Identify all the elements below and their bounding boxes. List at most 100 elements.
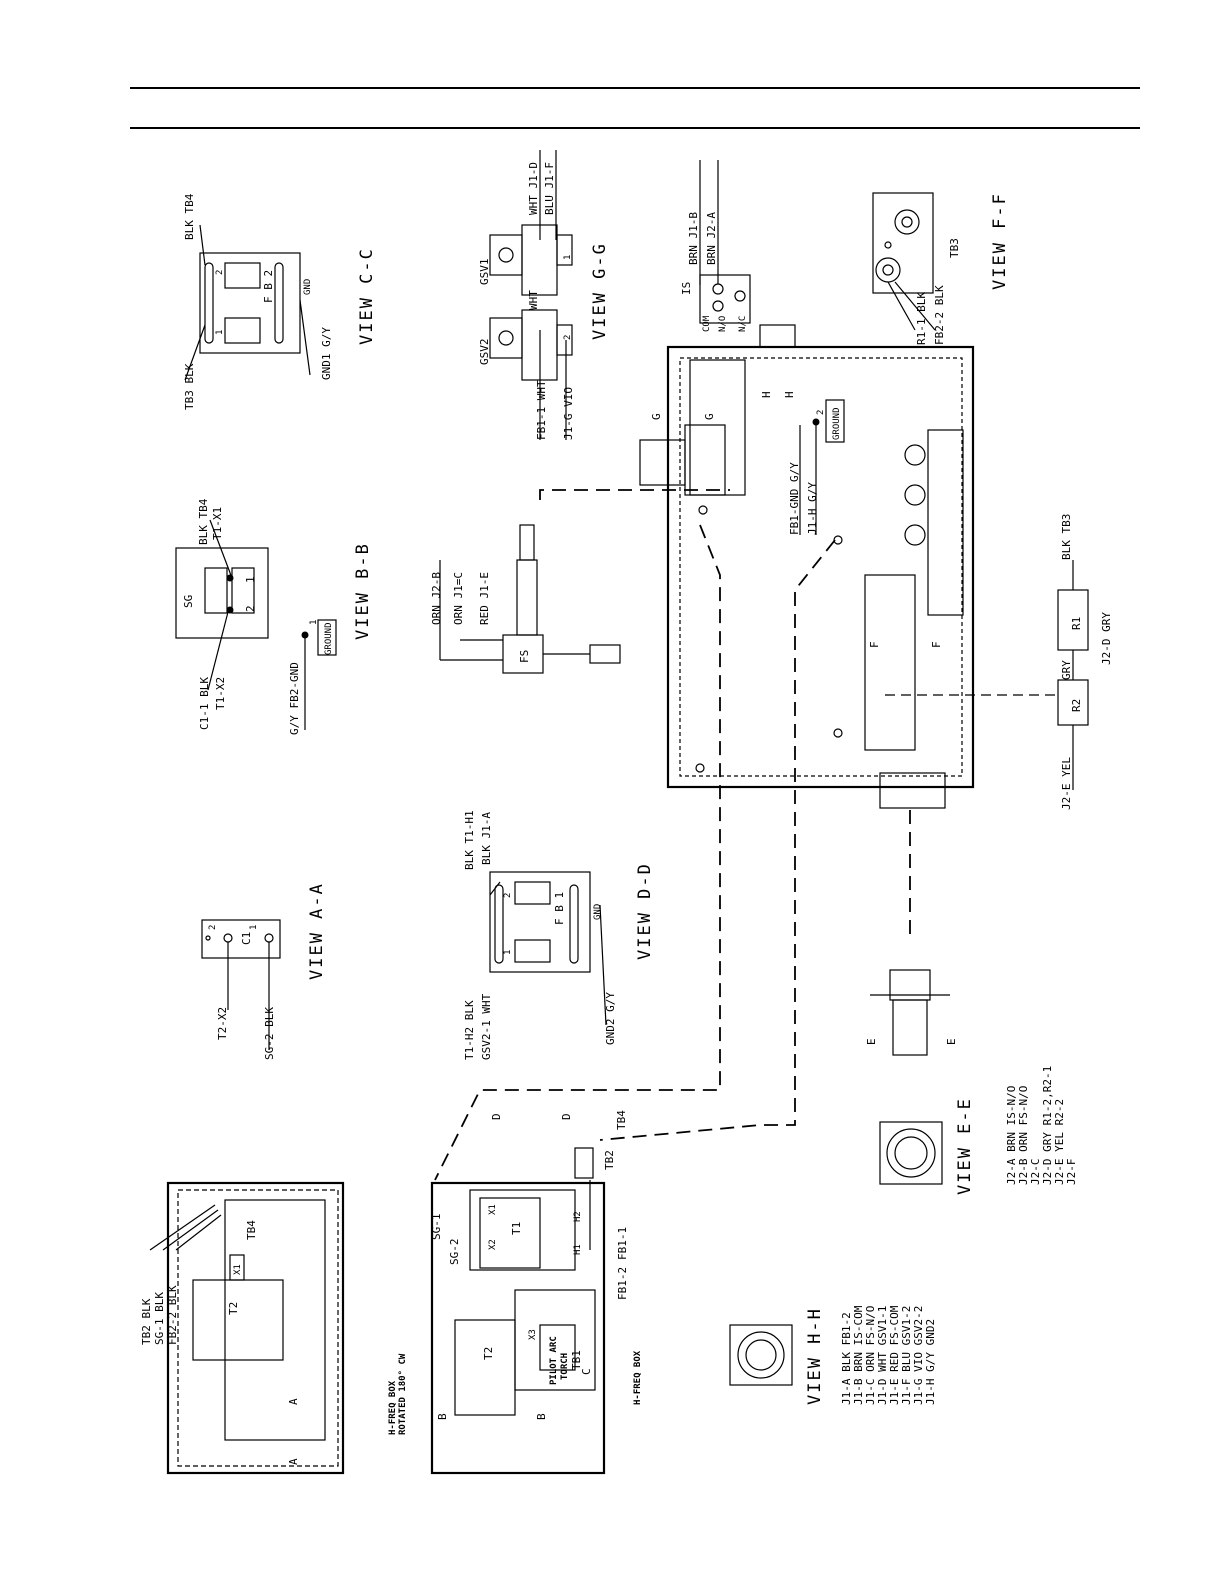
ee-legend-line: J2-B ORN FS-N/O [1017, 1086, 1030, 1185]
ee-legend-line: J2-E YEL R2-2 [1053, 1099, 1066, 1185]
hh-legend-line: J1-E RED FS-COM [888, 1305, 901, 1405]
hf-t2: T2 [482, 1347, 495, 1360]
is-label: IS [680, 282, 693, 295]
hf-tb1: TB1 [570, 1350, 583, 1370]
dd-gnd: GND [593, 904, 603, 920]
cc-body-label: F B 2 [262, 270, 275, 303]
hf-tb4: TB4 [615, 1110, 628, 1130]
main-ground-label: GROUND [832, 407, 842, 440]
bb-wire1: BLK TB4 [197, 498, 210, 545]
r-yel-wire: J2-E YEL [1060, 757, 1073, 810]
main-sec-f1: F [868, 641, 881, 648]
hf-sg2: SG-2 [448, 1239, 461, 1266]
bb-wire1b: T1-X1 [211, 507, 224, 540]
dd-gnd-wire: GND2 G/Y [604, 992, 617, 1045]
ee-title: VIEW E-E [955, 1097, 975, 1195]
dd-left-wire-a: T1-H2 BLK [463, 1000, 476, 1060]
bb-ground-wire: G/Y FB2-GND [288, 662, 301, 735]
ee-legend-line: J2-A BRN IS-N/O [1005, 1086, 1018, 1185]
gg-wire-e: J1-G VIO [562, 387, 575, 440]
main-sec-h1: H [760, 391, 773, 398]
view-ff: TB3 R1-1 BLK FB2-2 BLK VIEW F-F [872, 192, 1010, 345]
gg-gsv1: GSV1 [478, 259, 491, 286]
ee-legend-line: J2-F [1065, 1159, 1078, 1186]
fs-wire-b: ORN J1=C [452, 572, 465, 625]
gg-wire-c: WHT [527, 290, 540, 310]
hf-sec-d1: D [490, 1113, 503, 1120]
fs-switch: FS ORN J2-B ORN J1=C RED J1-E [430, 524, 621, 674]
bb-ground-label: GROUND [324, 622, 334, 655]
cc-right-wire: BLK TB4 [183, 193, 196, 240]
gg-pin2: 2 [563, 335, 573, 340]
is-com: COM [702, 315, 712, 332]
header-rule-top [130, 87, 1140, 89]
main-sec-h2: H [783, 391, 796, 398]
dd-pin1: 1 [503, 950, 513, 955]
hfr-wire-c: FB2-2 BLK [166, 1285, 179, 1345]
is-switch: IS COM N/O N/C BRN J1-B BRN J2-A [680, 160, 751, 332]
main-enclosure: FB1-GND G/Y J1-H G/Y 2 GROUND G G H H F … [639, 324, 975, 809]
hf-fb12: FB1-2 [616, 1267, 629, 1300]
gg-pin1: 1 [563, 255, 573, 260]
hh-legend-line: J1-B BRN IS-COM [852, 1305, 865, 1405]
gg-gsv2: GSV2 [478, 339, 491, 366]
bb-component: SG [182, 595, 195, 608]
hh-title: VIEW H-H [805, 1307, 825, 1405]
is-wire-b: BRN J2-A [705, 212, 718, 265]
ee-legend-line: J2-D GRY R1-2,R2-1 [1041, 1066, 1054, 1185]
gg-wire-d: FB1-1 WHT [535, 380, 548, 440]
main-sec-f2: F [930, 641, 943, 648]
ff-wire-b: FB2-2 BLK [933, 285, 946, 345]
cc-pin1: 1 [215, 330, 225, 335]
cc-title: VIEW C-C [357, 247, 377, 345]
e-sec-2: E [945, 1038, 958, 1045]
main-sec-g2: G [703, 413, 716, 420]
hf-h2: H2 [573, 1211, 583, 1222]
hh-legend-line: J1-C ORN FS-N/O [864, 1306, 877, 1405]
hfr-t2: T2 [227, 1302, 240, 1315]
hh-legend-line: J1-D WHT GSV1-1 [876, 1306, 889, 1405]
hfr-wire-a: TB2 BLK [140, 1298, 153, 1345]
header-rule-bottom [130, 127, 1140, 129]
dd-pin2: 2 [503, 893, 513, 898]
hf-t1: T1 [510, 1222, 523, 1235]
bb-pin2: 2 [244, 605, 257, 612]
r-gry-wire: J2-D GRY [1100, 612, 1113, 665]
main-ground-wire-a: FB1-GND G/Y [788, 462, 801, 535]
hfreq-box: T1 T2 TB1 TB2 TB4 PILOT ARC TORCH X1 X2 … [430, 1110, 643, 1475]
is-wire-a: BRN J1-B [687, 212, 700, 265]
hf-torch: TORCH [560, 1353, 570, 1380]
bb-ground-num: 1 [309, 620, 319, 625]
cc-pin2: 2 [215, 270, 225, 275]
view-gg: GSV1 GSV2 WHT J1-D BLU J1-F WHT FB1-1 WH… [478, 150, 610, 440]
gg-wire-b: BLU J1-F [543, 162, 556, 215]
r-blk-wire: BLK TB3 [1060, 514, 1073, 560]
hf-sec-c: C [580, 1368, 593, 1375]
view-bb: SG 1 2 BLK TB4 T1-X1 C1-1 BLK T1-X2 G/Y … [175, 498, 373, 735]
fs-wire-a: ORN J2-B [430, 572, 443, 625]
harness-routes [434, 489, 836, 1181]
dd-body-label: F B 1 [553, 892, 566, 925]
hf-pilot: PILOT ARC [549, 1336, 559, 1385]
bb-wire2: C1-1 BLK [198, 677, 211, 730]
ff-component: TB3 [948, 238, 961, 258]
hfr-wire-b: SG-1 BLK [153, 1292, 166, 1345]
main-ground-wire-b: J1-H G/Y [806, 482, 819, 535]
hfr-x1: X1 [233, 1264, 243, 1275]
dd-title: VIEW D-D [635, 862, 655, 960]
hf-sec-d2: D [560, 1113, 573, 1120]
hf-fb11: FB1-1 [616, 1227, 629, 1260]
bb-pin1: 1 [244, 576, 257, 583]
hfr-sec-a2: A [287, 1458, 300, 1465]
hf-h1: H1 [573, 1244, 583, 1255]
hfr-title-a: H-FREQ BOX [388, 1380, 398, 1435]
is-nc: N/C [738, 316, 748, 332]
hh-legend-line: J1-F BLU GSV1-2 [900, 1306, 913, 1405]
dd-left-wire-b: GSV2-1 WHT [480, 993, 493, 1060]
hf-x1: X1 [488, 1204, 498, 1215]
gg-title: VIEW G-G [590, 242, 610, 340]
main-ground-num: 2 [816, 410, 826, 415]
